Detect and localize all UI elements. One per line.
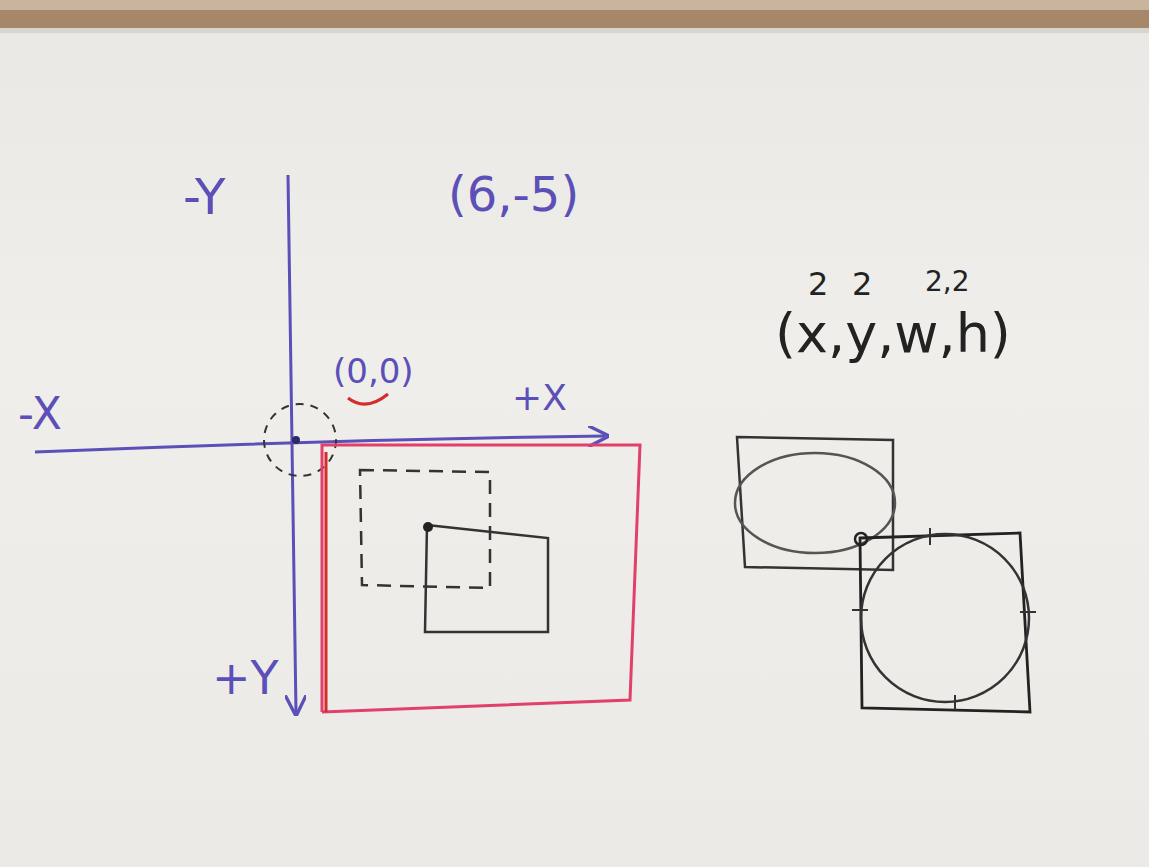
parameter-label: (x,y,w,h) [775,307,1011,361]
axis-label: +Y [212,655,279,701]
canvas-rect [322,445,640,712]
board-frame [0,0,1149,30]
bounding-square [860,533,1030,712]
board-frame-edge [0,0,1149,10]
origin-label: (0,0) [333,354,414,388]
underline-mark [348,394,388,404]
value-note: 2,2 [925,268,970,296]
circle [861,534,1029,702]
origin-dot [292,436,300,444]
canvas-edge [325,452,328,712]
bounding-square [737,437,893,570]
axis-label: -X [18,392,62,436]
axis-label: +X [512,380,567,416]
value-note: 2 [852,268,872,300]
solid-square [425,525,548,632]
board-rim [0,28,1149,33]
corner-dot [423,522,433,532]
value-note: 2 [808,268,828,300]
tick-marks [852,528,1036,710]
coordinate-label: (6,-5) [448,170,579,218]
axis-label: -Y [183,172,226,222]
center-dot [855,533,867,545]
